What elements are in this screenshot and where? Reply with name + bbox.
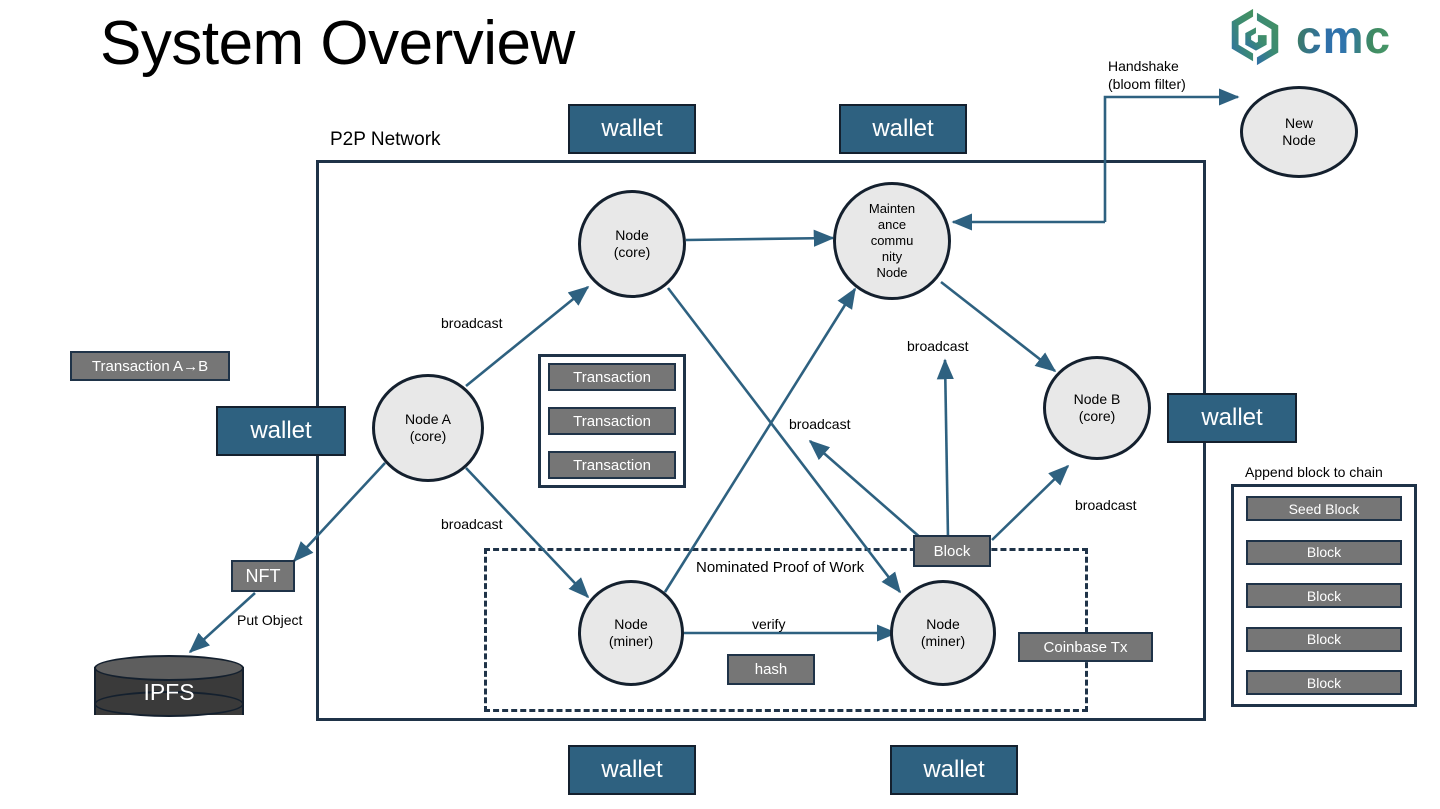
wallet-left[interactable]: wallet <box>216 406 346 456</box>
cmc-logo: cmc <box>1224 4 1436 70</box>
node-core-top[interactable]: Node (core) <box>578 190 686 298</box>
nft-box[interactable]: NFT <box>231 560 295 592</box>
append-block-to-chain-label: Append block to chain <box>1245 464 1383 480</box>
chain-block-item[interactable]: Seed Block <box>1246 496 1402 521</box>
handshake-label-line1: Handshake <box>1108 58 1179 74</box>
chain-block-item[interactable]: Block <box>1246 670 1402 695</box>
verify-label: verify <box>752 616 786 632</box>
blockchain-container: Seed Block Block Block Block Block <box>1231 484 1417 707</box>
node-core-top-line1: Node <box>615 227 649 243</box>
ipfs-storage[interactable]: IPFS <box>94 655 244 727</box>
maintenance-line4: nity <box>881 249 903 264</box>
maintenance-line3: commu <box>870 233 914 248</box>
transaction-a-to-b-box[interactable]: Transaction A→B <box>70 351 230 381</box>
hash-box[interactable]: hash <box>727 654 815 685</box>
ipfs-cylinder-bottom <box>94 691 244 717</box>
node-b-core[interactable]: Node B (core) <box>1043 356 1151 460</box>
put-object-label: Put Object <box>237 612 303 628</box>
transaction-item[interactable]: Transaction <box>548 451 676 479</box>
node-b-line1: Node B <box>1073 391 1121 407</box>
node-miner-right[interactable]: Node (miner) <box>890 580 996 686</box>
transaction-pool: Transaction Transaction Transaction <box>538 354 686 488</box>
ipfs-cylinder-top <box>94 655 244 681</box>
node-maintenance-community[interactable]: Mainten ance commu nity Node <box>833 182 951 300</box>
node-new-node[interactable]: New Node <box>1240 86 1358 178</box>
broadcast-label-block-up: broadcast <box>907 338 969 354</box>
maintenance-line1: Mainten <box>868 201 916 216</box>
ipfs-label: IPFS <box>143 678 195 705</box>
node-core-top-line2: (core) <box>613 244 651 260</box>
wallet-bottom-right[interactable]: wallet <box>890 745 1018 795</box>
chain-block-item[interactable]: Block <box>1246 539 1402 565</box>
miner-left-line1: Node <box>614 616 648 632</box>
maintenance-line5: Node <box>876 265 908 280</box>
p2p-network-label: P2P Network <box>330 129 441 150</box>
cmc-wordmark: cmc <box>1296 11 1392 63</box>
broadcast-label-node-a-up: broadcast <box>441 315 503 331</box>
node-a-core[interactable]: Node A (core) <box>372 374 484 482</box>
wallet-bottom-left[interactable]: wallet <box>568 745 696 795</box>
miner-right-line1: Node <box>926 616 960 632</box>
wallet-right[interactable]: wallet <box>1167 393 1297 443</box>
node-a-line2: (core) <box>409 428 447 444</box>
new-node-line2: Node <box>1282 132 1316 148</box>
wallet-top-left[interactable]: wallet <box>568 104 696 154</box>
broadcast-label-center: broadcast <box>789 416 851 432</box>
coinbase-tx-box[interactable]: Coinbase Tx <box>1018 632 1153 662</box>
chain-block-item[interactable]: Block <box>1246 626 1402 652</box>
cmc-hexagon-logo-icon <box>1231 8 1279 66</box>
maintenance-line2: ance <box>877 217 907 232</box>
transaction-item[interactable]: Transaction <box>548 407 676 435</box>
chain-block-item[interactable]: Block <box>1246 583 1402 608</box>
handshake-label: Handshake (bloom filter) <box>1108 57 1186 93</box>
miner-right-line2: (miner) <box>920 633 966 649</box>
wallet-top-right[interactable]: wallet <box>839 104 967 154</box>
node-b-line2: (core) <box>1078 408 1116 424</box>
node-a-line1: Node A <box>405 411 451 427</box>
node-miner-left[interactable]: Node (miner) <box>578 580 684 686</box>
broadcast-label-node-a-down: broadcast <box>441 516 503 532</box>
page-title: System Overview <box>100 9 575 78</box>
broadcast-label-node-b: broadcast <box>1075 497 1137 513</box>
new-node-line1: New <box>1284 115 1313 131</box>
nominated-proof-of-work-label: Nominated Proof of Work <box>696 559 865 576</box>
handshake-label-line2: (bloom filter) <box>1108 76 1186 92</box>
miner-left-line2: (miner) <box>608 633 654 649</box>
transaction-item[interactable]: Transaction <box>548 363 676 391</box>
block-box[interactable]: Block <box>913 535 991 567</box>
